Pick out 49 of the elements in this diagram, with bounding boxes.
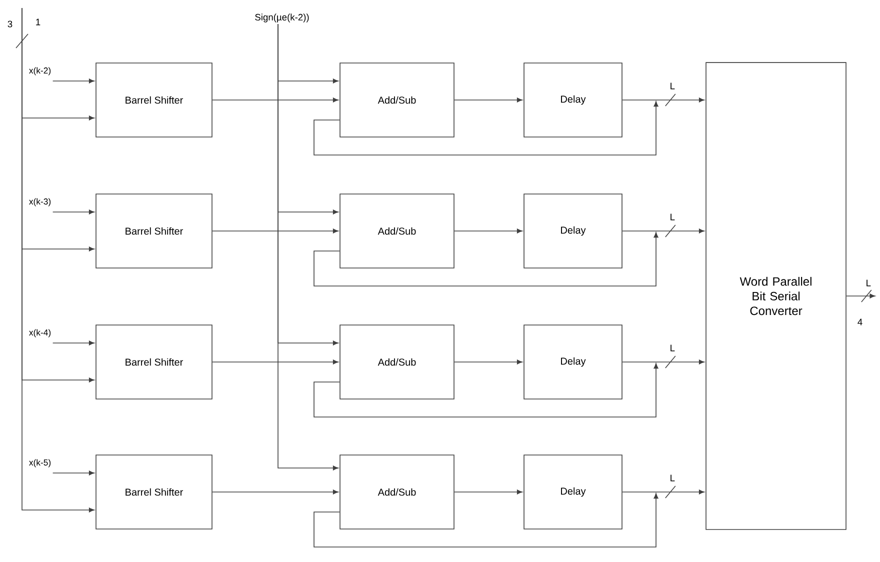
arrow [52, 210, 94, 214]
barrel-shifter-box: Barrel Shifter [96, 62, 212, 138]
feedback-arrow [314, 232, 658, 286]
edge-label: L [670, 82, 675, 90]
add-sub-box: Add/Sub [340, 62, 454, 138]
arrow [622, 98, 704, 102]
barrel-shifter-box: Barrel Shifter [96, 454, 212, 530]
converter-box: Word Parallel Bit Serial Converter [706, 62, 846, 530]
add-sub-box: Add/Sub [340, 194, 454, 268]
feedback-arrow [314, 493, 658, 548]
input-label: x(k-5) [29, 459, 51, 468]
delay-box: Delay [524, 324, 622, 400]
arrow [454, 360, 522, 364]
feedback-arrow [314, 101, 658, 156]
arrow [212, 360, 338, 364]
input-label: x(k-3) [29, 198, 51, 206]
delay-box: Delay [524, 454, 622, 530]
signal-label: Sign(µe(k-2)) [255, 14, 309, 22]
arrow [846, 294, 876, 298]
arrow [212, 490, 338, 494]
bus-width-label: 4 [858, 318, 862, 326]
edge-label: L [866, 280, 871, 286]
arrow [622, 490, 704, 494]
bus-width-label: 3 [8, 20, 12, 28]
arrow [22, 8, 94, 512]
feedback-arrow [314, 363, 658, 418]
arrow [212, 98, 338, 102]
delay-box: Delay [524, 62, 622, 138]
input-label: x(k-4) [29, 329, 51, 338]
delay-box: Delay [524, 194, 622, 268]
add-sub-box: Add/Sub [340, 454, 454, 530]
arrow [52, 470, 94, 476]
add-sub-box: Add/Sub [340, 324, 454, 400]
arrow [52, 78, 94, 84]
arrow [212, 228, 338, 234]
arrow [622, 360, 704, 364]
arrow [52, 340, 94, 346]
arrow [622, 228, 704, 234]
barrel-shifter-box: Barrel Shifter [96, 324, 212, 400]
arrow [454, 490, 522, 494]
edge-label: L [670, 474, 675, 482]
arrow [454, 98, 522, 102]
barrel-shifter-box: Barrel Shifter [96, 194, 212, 268]
arrow [454, 228, 522, 234]
input-label: x(k-2) [29, 67, 51, 76]
edge-label: L [670, 344, 675, 352]
bus-width-label: 1 [36, 18, 40, 26]
edge-label: L [670, 214, 675, 220]
arrow [278, 24, 338, 470]
